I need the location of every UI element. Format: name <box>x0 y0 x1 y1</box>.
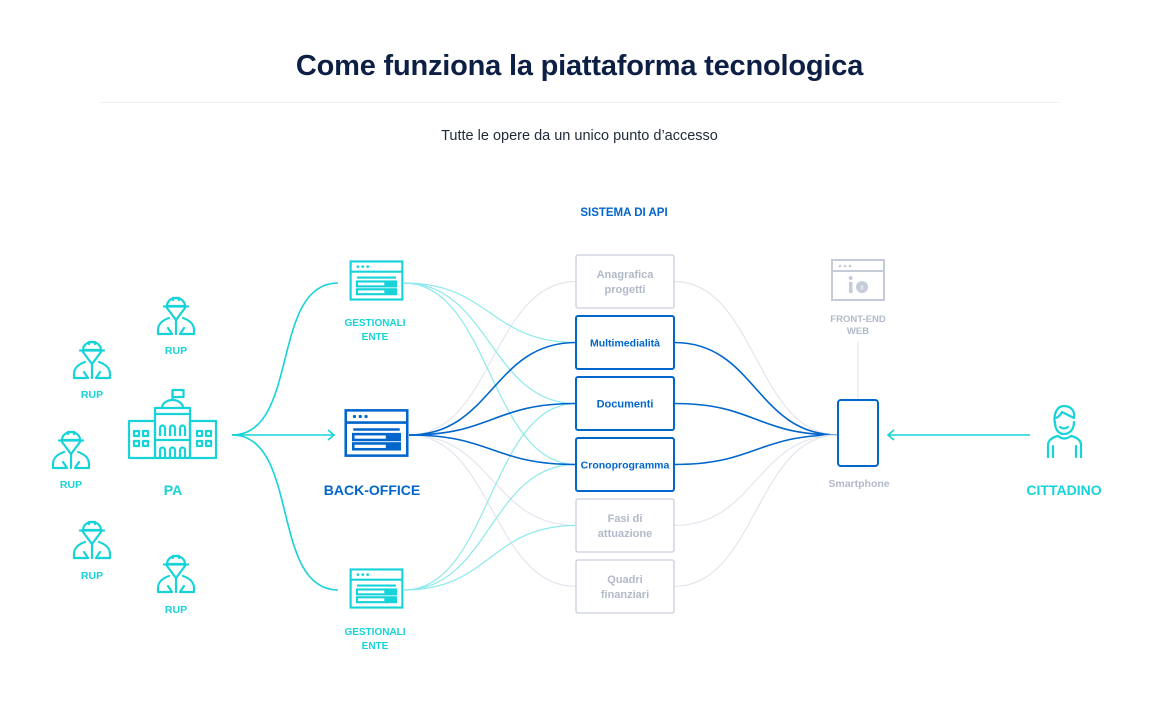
backoffice-link-inactive <box>408 280 577 436</box>
gestionali-ente-bottom[interactable]: GESTIONALI ENTE <box>344 568 406 652</box>
worker-icon <box>51 430 91 470</box>
module-to-smartphone-line <box>673 434 839 466</box>
title-divider <box>100 102 1059 103</box>
api-module-label: Documenti <box>597 399 654 411</box>
rup-actor: RUP <box>156 296 196 357</box>
worker-icon <box>156 554 196 594</box>
api-module[interactable]: Quadri finanziari <box>575 559 675 614</box>
citizen-icon <box>1046 404 1083 459</box>
module-to-smartphone-line <box>673 402 839 436</box>
api-module-label: Cronoprogramma <box>581 460 670 472</box>
gestionali-top-link <box>403 282 577 344</box>
rup-actor: RUP <box>156 554 196 616</box>
api-module[interactable]: Anagrafica progetti <box>575 254 675 309</box>
api-module-label: Quadri <box>607 574 642 586</box>
gestionali-label-line1: GESTIONALI <box>344 318 405 329</box>
api-module[interactable]: Multimedialità <box>575 315 675 370</box>
smartphone-label: Smartphone <box>828 478 889 490</box>
backoffice-link-inactive <box>408 434 577 588</box>
worker-icon <box>72 520 112 560</box>
window-icon <box>349 568 404 609</box>
cittadino-actor: CITTADINO <box>1026 404 1102 498</box>
rup-label: RUP <box>60 479 82 491</box>
rup-actor: RUP <box>51 430 91 491</box>
window-icon <box>344 409 409 457</box>
worker-icon <box>156 296 196 336</box>
smartphone[interactable]: Smartphone <box>828 399 890 490</box>
api-module[interactable]: Fasi di attuazione <box>575 498 675 553</box>
api-module-label: progetti <box>605 284 646 296</box>
gestionali-bottom-link <box>403 402 577 591</box>
gestionali-top-link <box>403 282 577 466</box>
rup-actor: RUP <box>72 520 112 582</box>
rup-label: RUP <box>165 345 187 357</box>
back-office[interactable]: BACK-OFFICE <box>324 409 420 498</box>
arrow-head-icon <box>327 429 336 441</box>
api-modules: Anagrafica progettiMultimedialitàDocument… <box>575 254 675 614</box>
arrow-head-icon <box>886 429 895 441</box>
worker-icon <box>72 340 112 380</box>
api-module-box <box>575 498 675 553</box>
gestionali-ente-top[interactable]: GESTIONALI ENTE <box>344 260 406 343</box>
gestionali-top-link <box>403 282 577 405</box>
backoffice-label: BACK-OFFICE <box>324 482 420 498</box>
window-icon <box>349 260 404 301</box>
frontend-label-line2: WEB <box>847 326 869 337</box>
gestionali-label-line1: GESTIONALI <box>344 627 405 638</box>
api-module-box <box>575 559 675 614</box>
pa-actor: PA <box>127 388 218 498</box>
api-module-box <box>575 315 675 370</box>
module-to-smartphone-line <box>673 434 839 527</box>
gestionali-label-line2: ENTE <box>362 641 389 652</box>
pa-label: PA <box>164 482 182 498</box>
rup-actor: RUP <box>72 340 112 401</box>
cittadino-connector <box>886 429 1030 441</box>
api-module-label: Anagrafica <box>597 269 655 281</box>
connection-lines <box>403 280 839 591</box>
api-module-label: attuazione <box>598 528 652 540</box>
api-module-label: finanziari <box>601 589 649 601</box>
rup-label: RUP <box>81 389 103 401</box>
rup-label: RUP <box>81 570 103 582</box>
gestionali-label-line2: ENTE <box>362 332 389 343</box>
cittadino-label: CITTADINO <box>1026 482 1101 498</box>
backoffice-link-active <box>408 341 577 436</box>
module-to-smartphone-line <box>673 341 839 436</box>
backoffice-link-active <box>408 402 577 436</box>
api-module[interactable]: Documenti <box>575 376 675 431</box>
api-module-box <box>575 376 675 431</box>
gestionali-bottom-link <box>403 524 577 591</box>
api-module-box <box>575 437 675 492</box>
api-module-label: Multimedialità <box>590 338 660 350</box>
page-title: Come funziona la piattaforma tecnologica <box>295 50 864 82</box>
module-to-smartphone-line <box>673 280 839 436</box>
api-module-box <box>575 254 675 309</box>
pa-connectors <box>231 282 339 591</box>
rup-label: RUP <box>165 604 187 616</box>
backoffice-link-inactive <box>408 434 577 527</box>
gestionali-bottom-link <box>403 463 577 591</box>
backoffice-link-active <box>408 434 577 466</box>
module-to-smartphone-line <box>673 434 839 588</box>
api-module-label: Fasi di <box>608 513 643 525</box>
browser-io-icon <box>831 259 885 301</box>
svg-text:it: it <box>861 286 864 292</box>
building-icon <box>127 388 218 460</box>
front-end-web[interactable]: it FRONT-END WEB <box>830 259 886 337</box>
api-heading: SISTEMA DI API <box>580 207 667 219</box>
smartphone-icon <box>837 399 879 467</box>
page-subtitle: Tutte le opere da un unico punto d’acces… <box>441 128 718 144</box>
api-module[interactable]: Cronoprogramma <box>575 437 675 492</box>
frontend-label-line1: FRONT-END <box>830 314 886 325</box>
